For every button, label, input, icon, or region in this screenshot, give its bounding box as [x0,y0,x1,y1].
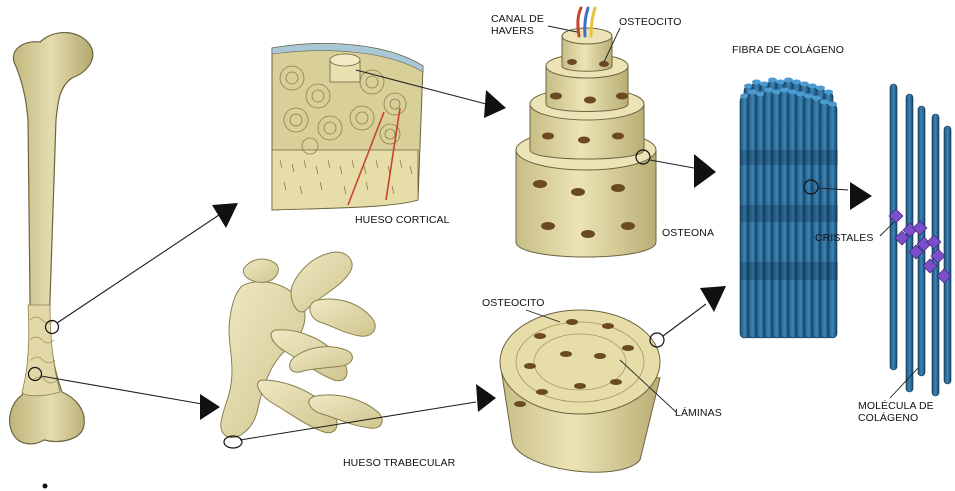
femur-pointer-lines [41,213,222,405]
stray-dot [43,484,48,489]
label-canal-havers-line1: CANAL DE [491,13,544,25]
collagen-fiber-rod-top [784,78,793,83]
collagen-fiber-band [740,262,838,280]
femur-bone [10,33,93,444]
collagen-fiber-rod-top [768,78,777,83]
collagen-fiber-rod-top [744,84,753,89]
collagen-fiber-rod-top [772,90,781,95]
collagen-fiber-rod-top [760,82,769,87]
collagen-fiber-rod-top [828,102,837,107]
collagen-fiber-rod-top [824,90,833,95]
collagen-fiber-rod-top [756,92,765,97]
pointer-osteon-to-fiber [650,160,694,168]
collagen-fiber-rod-top [740,94,749,99]
label-hueso-cortical: HUESO CORTICAL [355,214,450,226]
collagen-fiber-rod-top [776,80,785,85]
collagen-fiber-rod-top [800,82,809,87]
collagen-fiber-rod-top [788,90,797,95]
label-cristales: CRISTALES [815,232,873,244]
cortical-bone-block [272,44,423,210]
arrowhead-to-trabecular [200,394,220,420]
label-osteocito-bottom: OSTEOCITO [482,297,545,309]
collagen-fiber-rod-top [764,88,773,93]
arrowhead-to-fiber-bottom [700,286,726,312]
collagen-fiber-rod-top [752,80,761,85]
collagen-fiber-rod-top [804,94,813,99]
collagen-fiber-band [740,205,838,222]
label-osteocito-top: OSTEOCITO [619,16,682,28]
trabecular-bone [221,252,382,438]
label-laminas: LÁMINAS [675,407,722,419]
collagen-fiber-rod-top [820,100,829,105]
collagen-fiber-bundle [740,78,838,339]
arrowhead-to-fiber-top [694,154,716,188]
label-molecula-colageno: MOLÉCULA DE COLÁGENO [858,400,934,424]
arrowhead-to-osteon [484,90,506,118]
collagen-fiber-rod-top [812,96,821,101]
label-canal-havers-line2: HAVERS [491,25,544,37]
arrowhead-to-cylinder [476,384,496,412]
collagen-molecule-rod [944,126,951,384]
collagen-fiber-rod-top [748,90,757,95]
trabecula-cylinder [500,310,660,472]
pointer-cylinder-to-fiber [663,304,706,336]
label-molecula-line1: MOLÉCULA DE [858,400,934,412]
collagen-molecule-rod [906,94,913,392]
collagen-fiber-rod-top [796,92,805,97]
arrowhead-to-molecule [850,182,872,210]
collagen-fiber-rod-top [792,80,801,85]
collagen-fiber-rod-top [816,86,825,91]
label-osteona: OSTEONA [662,227,714,239]
label-hueso-trabecular: HUESO TRABECULAR [343,457,455,469]
label-fibra-colageno: FIBRA DE COLÁGENO [732,44,844,56]
label-canal-havers: CANAL DE HAVERS [491,13,544,37]
collagen-molecule-rod [890,84,897,370]
arrowhead-to-cortical [212,203,238,228]
collagen-fiber-band [740,150,838,165]
collagen-fiber-rod-top [808,84,817,89]
osteon-stack [516,8,656,257]
label-molecula-line2: COLÁGENO [858,412,934,424]
collagen-fiber-rod-top [780,88,789,93]
pointer-molecula [890,368,918,398]
